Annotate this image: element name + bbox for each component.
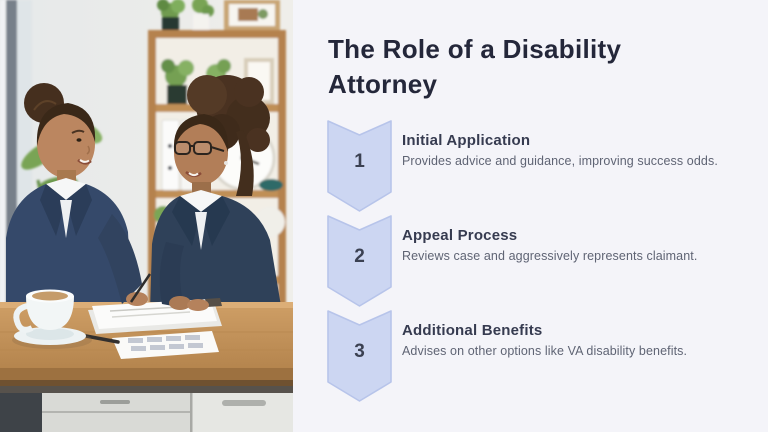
- office-drawers: [0, 386, 293, 432]
- hands: [98, 214, 209, 311]
- step-title: Initial Application: [402, 132, 531, 149]
- step-2-text: Appeal Process Reviews case and aggressi…: [402, 215, 697, 263]
- glasses-icon: [174, 141, 225, 155]
- step-number: 2: [354, 246, 365, 267]
- framed-picture: [224, 0, 280, 30]
- chevron-down-icon: [327, 215, 392, 307]
- step-2-marker: 2: [327, 215, 392, 307]
- teal-bowl: [259, 179, 283, 191]
- woman-left: [6, 83, 132, 312]
- office-photo: [0, 0, 293, 432]
- step-number: 1: [354, 151, 365, 172]
- chevron-down-icon: [327, 120, 392, 212]
- step-1-marker: 1: [327, 120, 392, 212]
- coffee-cup: [12, 289, 92, 349]
- step-description: Reviews case and aggressively represents…: [402, 249, 698, 263]
- chevron-down-icon: [327, 310, 392, 402]
- step-1-text: Initial Application Provides advice and …: [402, 120, 718, 168]
- step-description: Provides advice and guidance, improving …: [402, 154, 718, 168]
- step-3-text: Additional Benefits Advises on other opt…: [402, 310, 687, 358]
- step-row-1: 1 Initial Application Provides advice an…: [327, 120, 750, 212]
- step-number: 3: [354, 341, 365, 362]
- pen: [84, 334, 120, 344]
- page-title: The Role of a Disability Attorney: [328, 34, 622, 99]
- office-photo-illustration: [0, 0, 293, 432]
- step-row-3: 3 Additional Benefits Advises on other o…: [327, 310, 750, 402]
- step-3-marker: 3: [327, 310, 392, 402]
- steps-list: 1 Initial Application Provides advice an…: [327, 120, 750, 402]
- step-title: Appeal Process: [402, 227, 518, 244]
- woman-right: [150, 75, 282, 312]
- top-plants: [157, 0, 214, 30]
- step-row-2: 2 Appeal Process Reviews case and aggres…: [327, 215, 750, 307]
- content-panel: The Role of a Disability Attorney 1 Init…: [293, 0, 768, 432]
- step-title: Additional Benefits: [402, 322, 543, 339]
- signing-pen: [129, 273, 152, 303]
- step-description: Advises on other options like VA disabil…: [402, 344, 688, 358]
